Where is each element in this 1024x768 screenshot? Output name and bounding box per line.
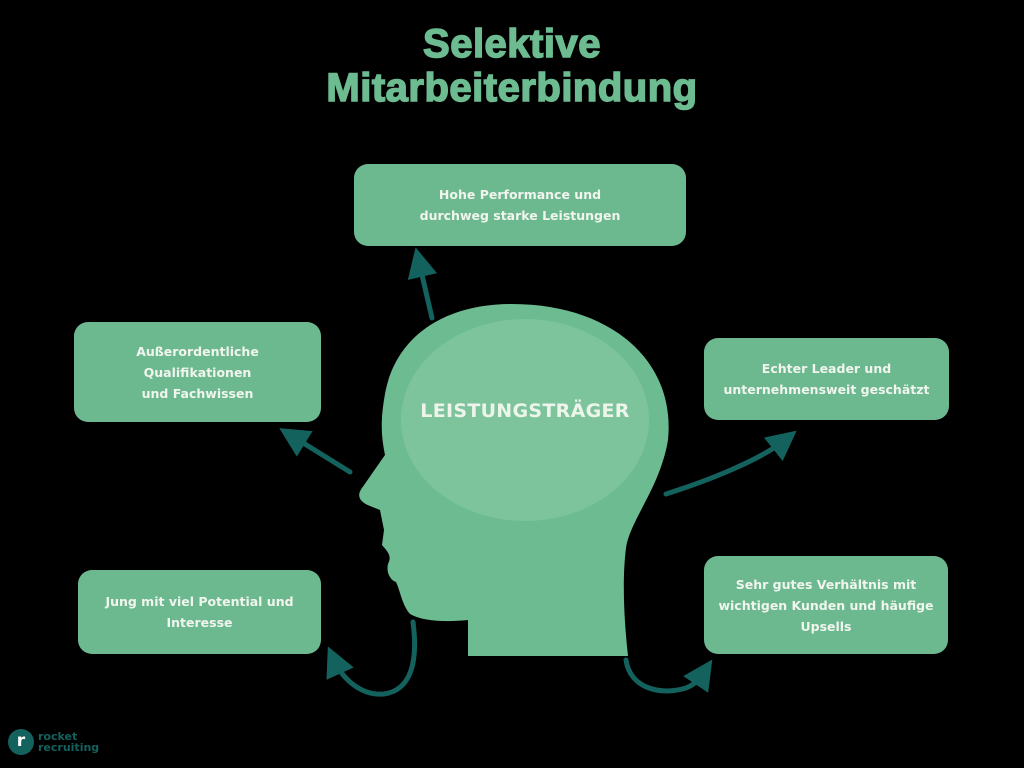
brain-ellipse <box>401 319 649 521</box>
logo-line-1: rocket <box>38 730 78 743</box>
box-upper-left-line-2: und Fachwissen <box>141 385 254 401</box>
logo-wordmark: rocket recruiting <box>38 731 99 753</box>
box-lower-left-line-1: Jung mit viel Potential und <box>105 594 294 609</box>
box-top-line-1: Hohe Performance und <box>438 187 602 202</box>
brand-logo: r rocket recruiting <box>8 726 99 758</box>
arrow-upper-right <box>663 430 797 497</box>
logo-badge-icon: r <box>8 729 34 755</box>
box-upper-left: Außerordentliche Qualifikationen und Fac… <box>74 322 321 422</box>
box-top-line-2: durchweg starke Leistungen <box>419 208 621 223</box>
box-lower-right-line-2: wichtigen Kunden und häufige <box>718 597 934 613</box>
diagram-title: Selektive Mitarbeiterbindung <box>0 21 1024 111</box>
box-upper-left-line-1: Außerordentliche Qualifikationen <box>136 343 259 380</box>
box-upper-right-line-2: unternehmensweit geschätzt <box>723 382 930 397</box>
box-lower-right-line-1: Sehr gutes Verhältnis mit <box>735 576 917 592</box>
box-lower-right-line-3: Upsells <box>800 618 852 634</box>
box-lower-right: Sehr gutes Verhältnis mit wichtigen Kund… <box>704 556 948 654</box>
box-upper-right: Echter Leader und unternehmensweit gesch… <box>704 338 949 420</box>
box-top: Hohe Performance und durchweg starke Lei… <box>354 164 686 246</box>
box-upper-right-line-1: Echter Leader und <box>761 361 892 376</box>
title-line-2: Mitarbeiterbindung <box>326 65 698 111</box>
center-label: LEISTUNGSTRÄGER <box>420 400 630 422</box>
logo-line-2: recruiting <box>38 741 100 754</box>
box-lower-left-line-2: Interesse <box>166 615 233 630</box>
box-lower-left: Jung mit viel Potential und Interesse <box>78 570 321 654</box>
title-line-1: Selektive <box>422 21 601 67</box>
arrow-top <box>407 247 438 321</box>
arrow-upper-left <box>279 428 353 475</box>
arrow-lower-right <box>623 657 713 694</box>
arrow-lower-left <box>326 619 418 697</box>
